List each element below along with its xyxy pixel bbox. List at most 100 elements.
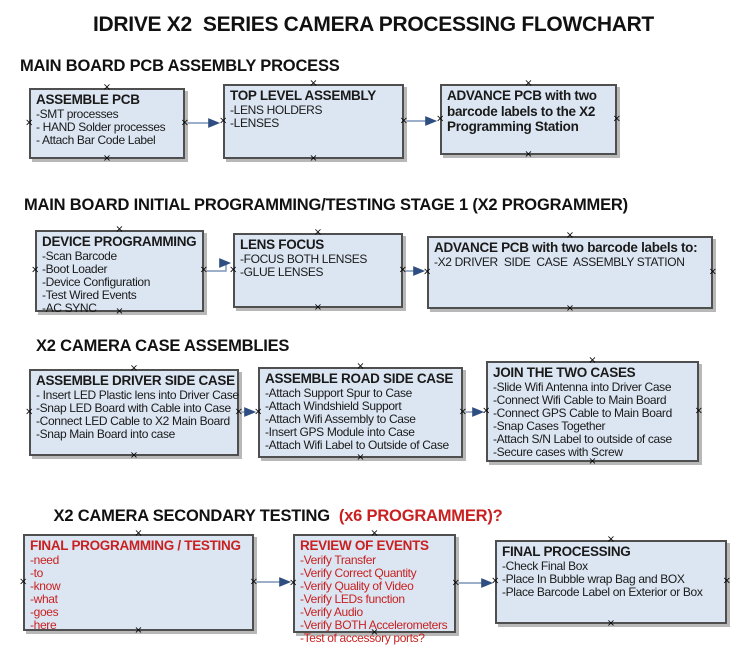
box-assemble-road-side-case: ASSEMBLE ROAD SIDE CASE -Attach Support … <box>254 362 467 463</box>
box-item: -Verify Correct Quantity <box>300 566 417 580</box>
anchor-x-marker: × <box>219 115 228 126</box>
box-item: -Attach S/N Label to outside of case <box>493 432 672 446</box>
box-item: - Insert LED Plastic lens into Driver Ca… <box>36 388 239 402</box>
anchor-x-marker: × <box>491 575 500 587</box>
box-item: -Verify Audio <box>300 605 363 619</box>
box-item: -Place In Bubble wrap Bag and BOX <box>502 572 685 586</box>
anchor-x-marker: × <box>423 266 432 277</box>
anchor-x-marker: × <box>25 117 34 128</box>
box-item: -Snap LED Board with Cable into Case <box>36 401 231 415</box>
box-item: -Connect GPS Cable to Main Board <box>493 406 672 420</box>
box-items: - Insert LED Plastic lens into Driver Ca… <box>36 388 239 441</box>
box-item: -Verify Quality of Video <box>300 579 414 593</box>
box-final-programming-testing: FINAL PROGRAMMING / TESTING -need-to-kno… <box>19 529 258 636</box>
box-item: -Boot Loader <box>42 262 108 276</box>
box-item: -to <box>30 566 43 580</box>
box-item: - HAND Solder processes <box>36 120 166 134</box>
box-assemble-pcb: ASSEMBLE PCB -SMT processes- HAND Solder… <box>25 83 189 164</box>
box-title: REVIEW OF EVENTS <box>300 538 429 553</box>
anchor-x-marker: × <box>482 405 491 416</box>
box-item: -goes <box>30 605 59 619</box>
box-item: -what <box>30 592 58 606</box>
box-item: -LENS HOLDERS <box>230 103 323 117</box>
box-title: ASSEMBLE ROAD SIDE CASE <box>265 371 454 386</box>
box-items: -Check Final Box-Place In Bubble wrap Ba… <box>502 560 720 599</box>
box-items: -SMT processes- HAND Solder processes- A… <box>36 108 178 147</box>
box-item: -Secure cases with Screw <box>493 445 623 459</box>
box-items: -X2 DRIVER SIDE CASE ASSEMBLY STATION <box>434 256 706 269</box>
box-advance-pcb-driver-side-station: ADVANCE PCB with two barcode labels to: … <box>423 231 717 314</box>
box-item: -Snap Cases Together <box>493 419 606 433</box>
box-item: -know <box>30 579 61 593</box>
box-item: -Slide Wifi Antenna into Driver Case <box>493 380 672 394</box>
section-heading-programmer-accent: (x6 PROGRAMMER)? <box>338 507 503 525</box>
anchor-x-marker: × <box>458 406 467 417</box>
box-title: FINAL PROGRAMMING / TESTING <box>30 538 241 553</box>
anchor-x-marker: × <box>254 406 263 417</box>
box-title: ADVANCE PCB with two barcode labels to: <box>434 240 698 255</box>
box-title: JOIN THE TWO CASES <box>493 365 636 380</box>
box-item: -Attach Wifi Assembly to Case <box>265 412 416 426</box>
box-item: -GLUE LENSES <box>240 265 324 279</box>
anchor-x-marker: × <box>606 618 616 629</box>
box-items: -Attach Support Spur to Case-Attach Wind… <box>265 387 456 452</box>
box-item: -Verify BOTH Accelerometers <box>300 618 448 632</box>
box-item: -Insert GPS Module into Case <box>265 425 415 439</box>
section-heading-secondary-testing: X2 CAMERA SECONDARY TESTING(x6 PROGRAMME… <box>36 488 503 545</box>
box-lens-focus: LENS FOCUS -FOCUS BOTH LENSES-GLUE LENSE… <box>229 228 407 313</box>
box-item: -FOCUS BOTH LENSES <box>240 252 368 266</box>
box-title: ASSEMBLE PCB <box>36 92 140 107</box>
anchor-x-marker: × <box>524 149 533 160</box>
anchor-x-marker: × <box>102 153 112 164</box>
page-title: IDRIVE X2 SERIES CAMERA PROCESSING FLOWC… <box>93 13 654 36</box>
box-item: -AC SYNC <box>42 301 97 315</box>
box-title: ADVANCE PCB with two barcode labels to t… <box>447 88 597 134</box>
anchor-x-marker: × <box>451 577 460 588</box>
anchor-x-marker: × <box>565 303 575 314</box>
anchor-x-marker: × <box>199 264 208 276</box>
box-items: -Slide Wifi Antenna into Driver Case-Con… <box>493 381 692 459</box>
box-items: -Scan Barcode-Boot Loader-Device Configu… <box>42 250 197 315</box>
anchor-x-marker: × <box>180 117 189 128</box>
box-item: -X2 DRIVER SIDE CASE ASSEMBLY STATION <box>434 255 685 269</box>
box-item: -Snap Main Board into case <box>36 427 175 441</box>
box-title: TOP LEVEL ASSEMBLY <box>230 88 376 103</box>
box-item: -need <box>30 553 59 567</box>
box-item: -Test of accessory ports? <box>300 631 425 645</box>
anchor-x-marker: × <box>249 576 258 587</box>
box-advance-pcb-programming-station: ADVANCE PCB with two barcode labels to t… <box>436 79 621 160</box>
anchor-x-marker: × <box>229 264 238 275</box>
box-item: -Check Final Box <box>502 559 588 573</box>
box-items: -Verify Transfer-Verify Correct Quantity… <box>300 554 449 645</box>
box-item: -Verify Transfer <box>300 553 376 567</box>
anchor-x-marker: × <box>612 113 621 124</box>
anchor-x-marker: × <box>25 406 34 417</box>
box-assemble-driver-side-case: ASSEMBLE DRIVER SIDE CASE - Insert LED P… <box>25 364 243 461</box>
box-item: -Test Wired Events <box>42 288 137 302</box>
anchor-x-marker: × <box>31 264 40 276</box>
box-item: -Connect LED Cable to X2 Main Board <box>36 414 230 428</box>
section-heading-pcb-assembly: MAIN BOARD PCB ASSEMBLY PROCESS <box>20 57 340 75</box>
box-item: -SMT processes <box>36 107 119 121</box>
anchor-x-marker: × <box>234 406 243 417</box>
box-item: -Scan Barcode <box>42 249 117 263</box>
anchor-x-marker: × <box>399 115 408 126</box>
anchor-x-marker: × <box>398 264 407 275</box>
anchor-x-marker: × <box>436 113 445 124</box>
anchor-x-marker: × <box>708 266 717 277</box>
flow-arrow <box>207 258 232 272</box>
box-item: -Device Configuration <box>42 275 151 289</box>
box-review-of-events: REVIEW OF EVENTS -Verify Transfer-Verify… <box>289 529 460 645</box>
box-item: -Connect Wifi Cable to Main Board <box>493 393 667 407</box>
box-item: -Place Barcode Label on Exterior or Box <box>502 585 703 599</box>
anchor-x-marker: × <box>694 405 703 416</box>
box-title: DEVICE PROGRAMMING <box>42 234 197 249</box>
box-items: -need-to-know-what-goes-here <box>30 554 247 632</box>
box-title: ASSEMBLE DRIVER SIDE CASE <box>36 373 235 388</box>
box-item: -Attach Windshield Support <box>265 399 402 413</box>
box-item: -LENSES <box>230 116 279 130</box>
anchor-x-marker: × <box>289 577 298 588</box>
section-heading-initial-programming: MAIN BOARD INITIAL PROGRAMMING/TESTING S… <box>24 196 628 214</box>
box-title: LENS FOCUS <box>240 237 325 252</box>
